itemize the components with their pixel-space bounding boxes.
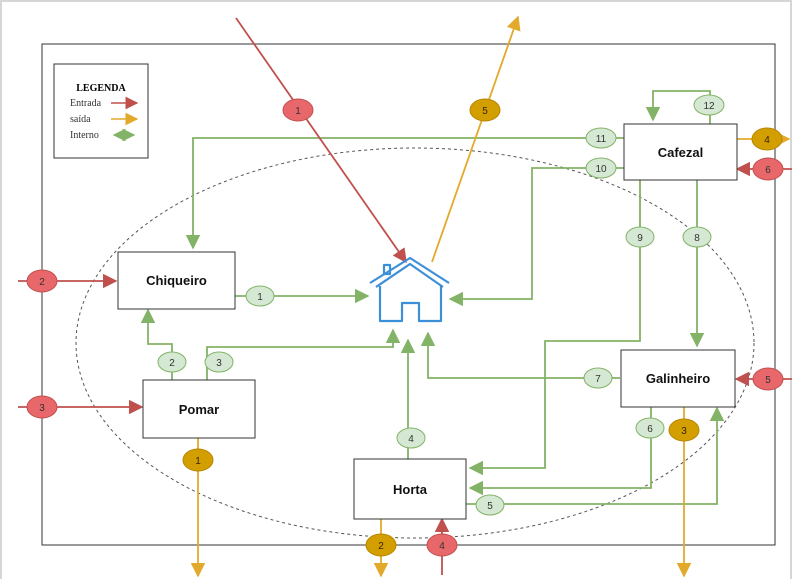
badge-entrada-pomar: 3 <box>26 395 58 419</box>
svg-text:2: 2 <box>378 541 384 552</box>
node-chiqueiro[interactable]: Chiqueiro <box>117 251 236 310</box>
node-cafezal-label: Cafezal <box>658 145 704 160</box>
output-badges: 5 1 2 3 4 <box>182 98 783 557</box>
svg-text:11: 11 <box>596 134 607 145</box>
badge-interno-pomar-chiqueiro: 2 <box>157 351 187 373</box>
svg-text:1: 1 <box>257 292 263 303</box>
house-roof-inner <box>375 262 444 288</box>
flow-horta-galinheiro <box>466 406 725 505</box>
node-galinheiro[interactable]: Galinheiro <box>620 349 736 408</box>
badge-entrada-horta: 4 <box>426 533 458 557</box>
svg-text:5: 5 <box>482 106 488 117</box>
flow-cafezal-chiqueiro <box>185 137 624 250</box>
badge-saida-pomar: 1 <box>182 448 214 472</box>
core-area-ellipse <box>75 147 755 539</box>
legend-entrada-label: Entrada <box>70 98 102 109</box>
svg-text:4: 4 <box>408 434 414 445</box>
svg-text:4: 4 <box>439 541 445 552</box>
flow-cafezal-casa <box>448 167 624 307</box>
output-casa <box>431 15 521 263</box>
badge-interno-chiqueiro-casa: 1 <box>245 285 275 307</box>
flow-pomar-casa <box>206 328 401 380</box>
svg-text:5: 5 <box>487 501 493 512</box>
legend-title: LEGENDA <box>76 83 126 94</box>
badge-saida-cafezal: 4 <box>751 127 783 151</box>
svg-text:6: 6 <box>647 424 653 435</box>
flow-galinheiro-casa <box>420 331 620 379</box>
svg-text:10: 10 <box>595 164 607 175</box>
badge-interno-pomar-casa: 3 <box>204 351 234 373</box>
node-pomar-label: Pomar <box>179 402 219 417</box>
flow-cafezal-horta <box>468 180 641 476</box>
badge-saida-casa: 5 <box>469 98 501 122</box>
badge-interno-galinheiro-horta: 6 <box>635 417 665 439</box>
node-cafezal-box <box>623 123 738 181</box>
svg-text:4: 4 <box>764 135 770 146</box>
legend-interno-label: Interno <box>70 130 99 141</box>
badge-interno-cafezal-chiqueiro: 11 <box>585 127 617 149</box>
house-body <box>378 286 443 323</box>
badge-interno-cafezal-horta: 9 <box>625 226 655 248</box>
house-chimney <box>382 263 392 276</box>
svg-text:8: 8 <box>694 233 700 244</box>
node-galinheiro-label: Galinheiro <box>646 371 710 386</box>
svg-text:7: 7 <box>595 374 601 385</box>
badge-saida-horta: 2 <box>365 533 397 557</box>
badge-entrada-galinheiro: 5 <box>752 367 784 391</box>
badge-saida-galinheiro: 3 <box>668 418 700 442</box>
svg-text:3: 3 <box>681 426 687 437</box>
legend: LEGENDA Entrada saída Interno <box>53 63 149 159</box>
node-horta[interactable]: Horta <box>353 458 467 520</box>
badge-interno-horta-galinheiro: 5 <box>475 494 505 516</box>
svg-text:1: 1 <box>195 456 201 467</box>
badge-interno-galinheiro-casa: 7 <box>583 367 613 389</box>
node-horta-label: Horta <box>393 482 428 497</box>
svg-text:3: 3 <box>216 358 222 369</box>
property-boundary <box>41 43 776 546</box>
node-cafezal[interactable]: Cafezal <box>623 123 738 181</box>
badge-interno-cafezal-galinheiro: 8 <box>682 226 712 248</box>
badge-entrada-top: 1 <box>282 98 314 122</box>
badge-interno-horta-casa: 4 <box>396 427 426 449</box>
house-icon[interactable] <box>369 256 450 323</box>
svg-text:6: 6 <box>765 165 771 176</box>
svg-text:1: 1 <box>295 106 301 117</box>
svg-text:2: 2 <box>169 358 175 369</box>
legend-box <box>53 63 149 159</box>
house-roof <box>369 256 450 284</box>
node-galinheiro-box <box>620 349 736 408</box>
node-chiqueiro-box <box>117 251 236 310</box>
internal-badges: 1 2 3 4 5 6 7 8 9 10 11 12 <box>157 94 725 516</box>
badge-interno-cafezal-casa: 10 <box>585 157 617 179</box>
svg-text:3: 3 <box>39 403 45 414</box>
node-chiqueiro-label: Chiqueiro <box>146 273 207 288</box>
svg-text:12: 12 <box>703 101 715 112</box>
flow-galinheiro-horta <box>468 407 652 496</box>
node-pomar[interactable]: Pomar <box>142 379 256 439</box>
legend-saida-label: saída <box>70 114 91 125</box>
input-top-casa <box>235 17 407 264</box>
badge-entrada-chiqueiro: 2 <box>26 269 58 293</box>
svg-text:9: 9 <box>637 233 643 244</box>
svg-text:5: 5 <box>765 375 771 386</box>
node-pomar-box <box>142 379 256 439</box>
input-badges: 1 2 3 4 5 6 <box>26 98 784 557</box>
node-horta-box <box>353 458 467 520</box>
badge-interno-cafezal-loop: 12 <box>693 94 725 116</box>
badge-entrada-cafezal: 6 <box>752 157 784 181</box>
svg-text:2: 2 <box>39 277 45 288</box>
